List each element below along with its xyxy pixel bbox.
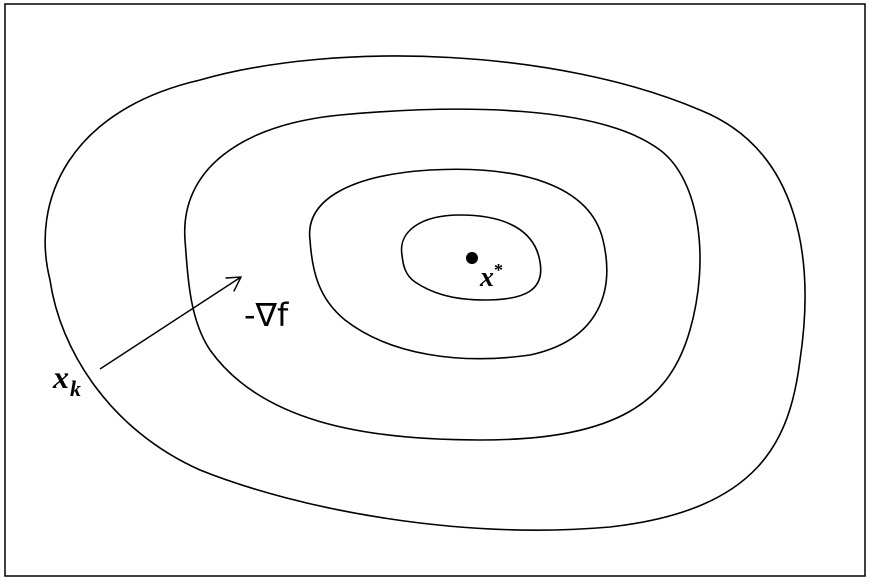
- contour-level-1: [44, 55, 806, 531]
- current-point-label-base: x: [52, 359, 69, 395]
- optimum-label: x*: [479, 260, 503, 293]
- gradient-label: -∇f: [244, 296, 289, 334]
- diagram-frame: [4, 3, 866, 577]
- contour-level-4: [400, 214, 542, 301]
- optimum-label-superscript: *: [494, 260, 503, 280]
- optimum-label-base: x: [479, 262, 494, 293]
- current-point-label-subscript: k: [70, 376, 81, 401]
- gradient-arrow-head: [225, 276, 243, 292]
- current-point-label: xk: [52, 359, 81, 401]
- contour-level-3: [308, 168, 608, 360]
- contour-level-2: [184, 108, 701, 441]
- optimum-point-marker: [466, 252, 478, 264]
- gradient-arrow-shaft: [99, 276, 242, 370]
